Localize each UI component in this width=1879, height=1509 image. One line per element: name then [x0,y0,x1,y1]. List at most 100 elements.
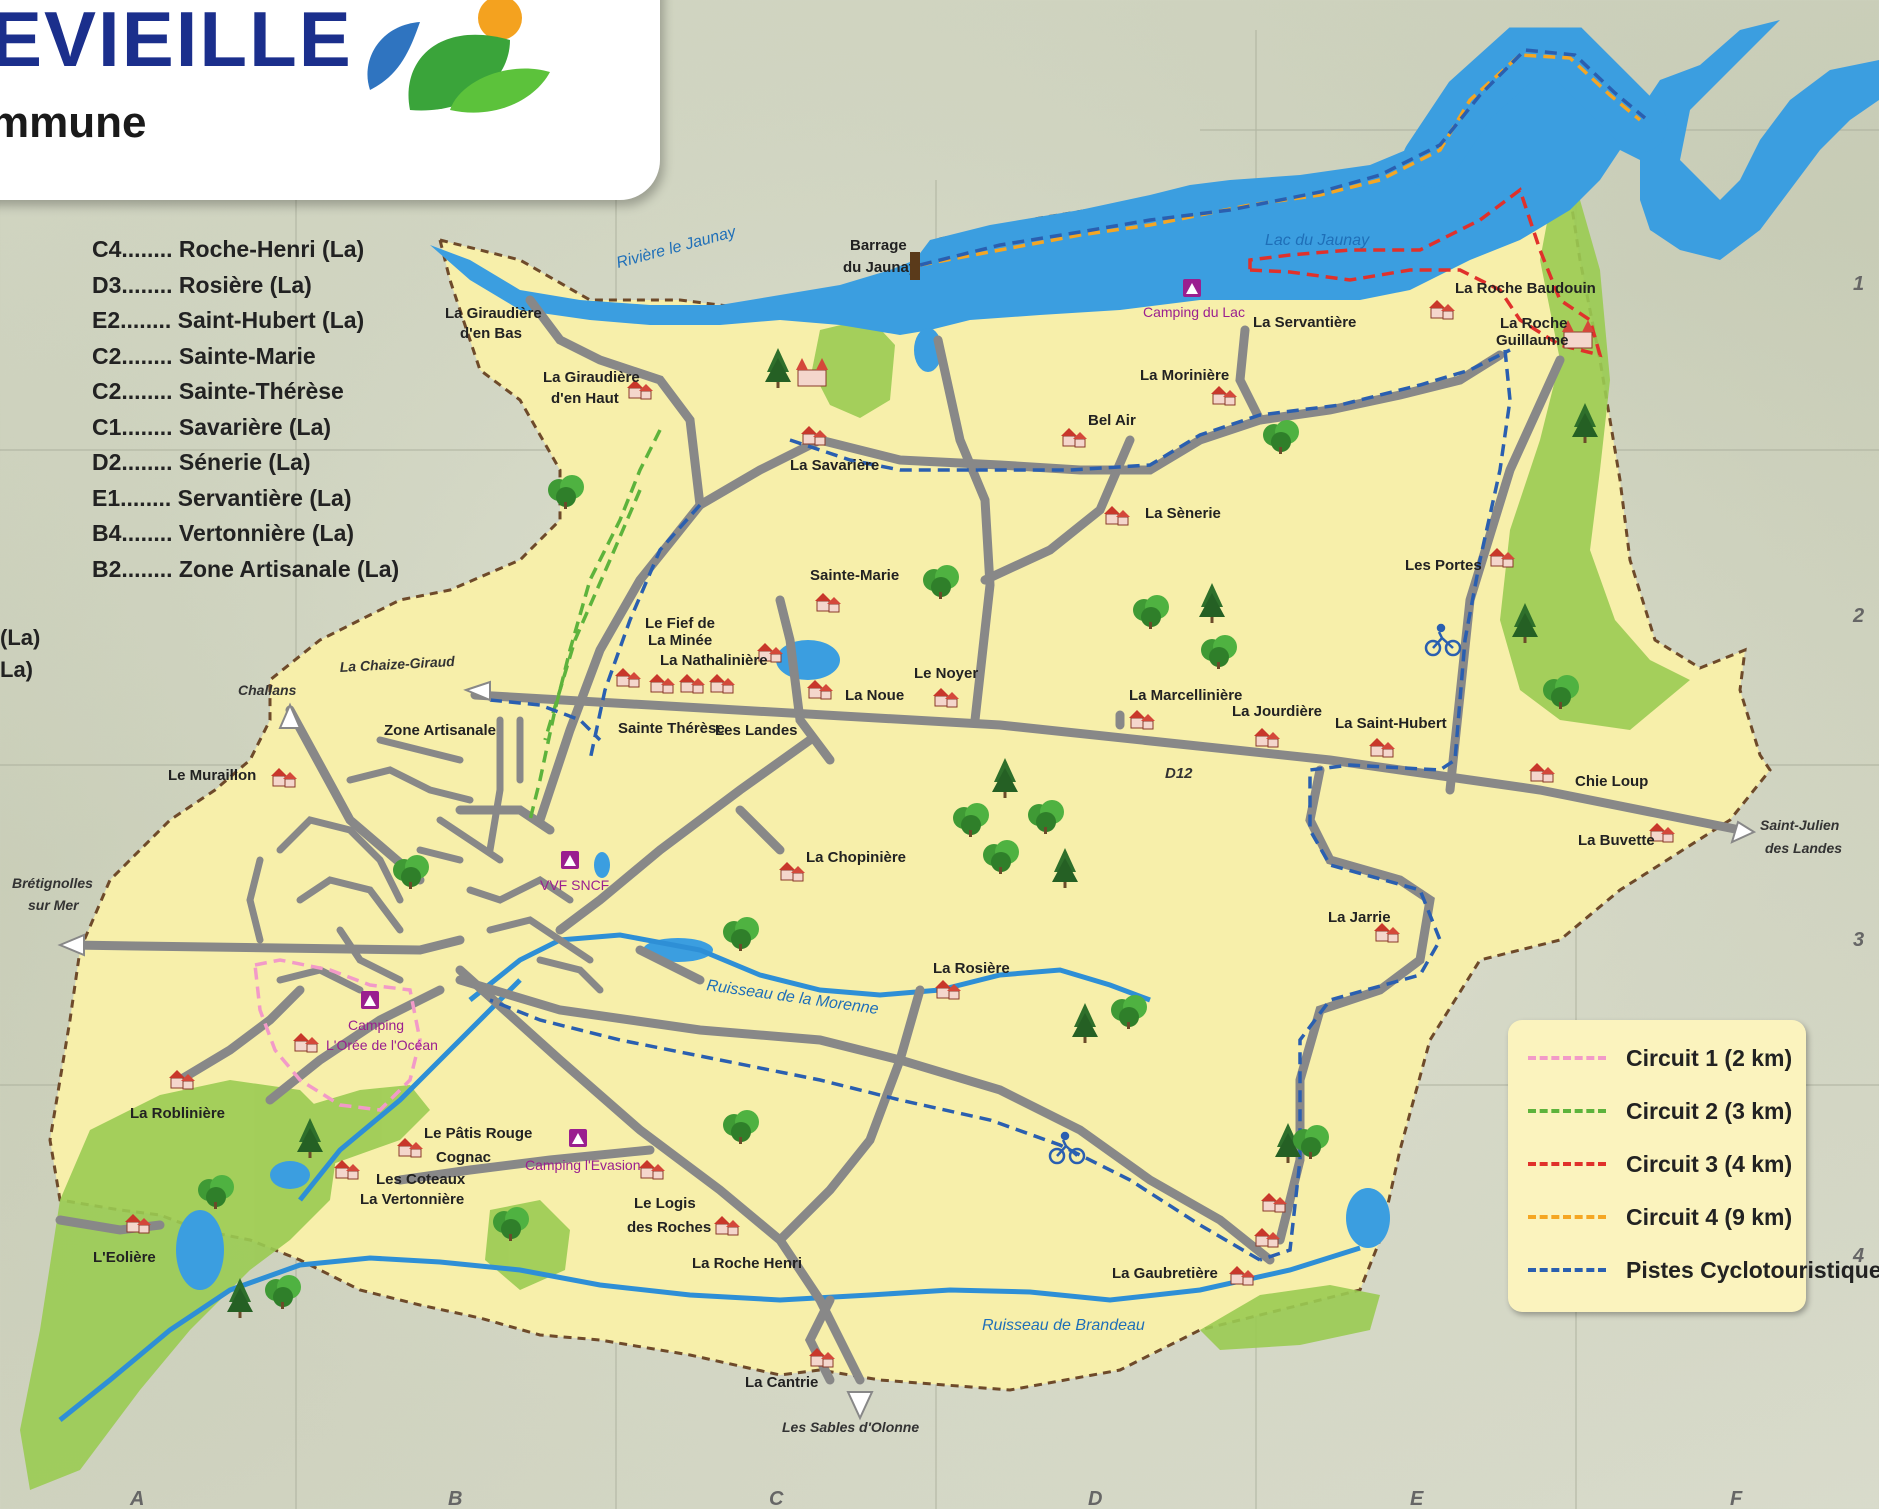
street-index-row: C2........ Sainte-Marie [92,339,399,375]
place-logis-1: Le Logis [634,1195,696,1212]
street-index-row: D2........ Sénerie (La) [92,445,399,481]
street-index: C4........ Roche-Henri (La)D3........ Ro… [92,232,399,587]
grid-code: C2 [92,378,122,404]
place-sainte-marie: Sainte-Marie [810,567,899,584]
street-index-row: B4........ Vertonnière (La) [92,516,399,552]
legend-swatch [1528,1268,1606,1272]
grid-code: D2 [92,449,122,475]
place-roche-guillaume-2: Guillaume [1496,332,1569,349]
sables-label: Les Sables d'Olonne [782,1419,919,1435]
index-leader-dots: ........ [121,449,179,475]
street-index-row: C1........ Savarière (La) [92,410,399,446]
place-marcelliniere: La Marcellinière [1129,687,1242,704]
street-name: Roche-Henri (La) [178,236,365,262]
place-chopiniere: La Chopinière [806,849,906,866]
street-name: Servantière (La) [177,484,352,511]
place-moriniere: La Morinière [1140,367,1229,384]
place-gaubretiere: La Gaubretière [1112,1265,1218,1282]
place-savariere: La Savarière [790,457,879,474]
street-name: Savarière (La) [178,413,332,440]
street-name: Saint-Hubert (La) [177,307,365,333]
legend-label: Circuit 1 (2 km) [1626,1044,1793,1071]
legend-label: Circuit 4 (9 km) [1626,1203,1793,1230]
place-patis-rouge: Le Pâtis Rouge [424,1125,532,1142]
index-partial-line: La) [0,657,33,682]
barrage-label-1: Barrage [850,237,907,254]
place-giraudiere-bas-1: La Giraudière [445,305,542,322]
commune-subtitle: mmune [0,98,147,147]
camping-oree-icon [361,991,379,1009]
place-cognac: Cognac [436,1149,491,1166]
place-jarrie: La Jarrie [1328,909,1391,926]
grid-code: B2 [92,555,122,582]
street-index-row: C4........ Roche-Henri (La) [92,232,399,268]
chaize-giraud-label: La Chaize-Giraud [339,653,455,675]
index-leader-dots: ........ [121,271,179,298]
index-leader-dots: ........ [121,413,179,440]
grid-code: D3 [92,271,122,298]
saint-julien-label-1: Saint-Julien [1760,817,1839,833]
leaf-logo-icon [367,0,550,113]
camping-evasion-label: Camping l'Evasion [525,1157,641,1173]
place-giraudiere-bas-2: d'en Bas [460,325,522,342]
castle-icon [796,358,828,387]
legend-label: Circuit 2 (3 km) [1626,1097,1793,1124]
street-index-row: E2........ Saint-Hubert (La) [92,303,399,339]
grid-labels: A B C D E F 1 2 3 4 [129,273,1864,1509]
camping-lac-label: Camping du Lac [1143,304,1245,320]
legend-item: Circuit 1 (2 km) [1528,1038,1792,1078]
place-saint-hubert: La Saint-Hubert [1335,715,1447,732]
brandeau-label: Ruisseau de Brandeau [982,1317,1145,1334]
place-senerie: La Sènerie [1145,505,1221,522]
camping-oree-label-1: Camping [348,1017,404,1033]
index-leader-dots: ........ [121,555,179,582]
legend-item: Circuit 2 (3 km) [1528,1091,1792,1131]
place-les-coteaux: Les Coteaux [376,1171,466,1188]
road-network [55,295,1745,1385]
legend-item: Circuit 3 (4 km) [1528,1144,1792,1184]
index-partial-line: (La) [0,625,41,650]
place-roche-henri: La Roche Henri [692,1255,802,1272]
place-bel-air: Bel Air [1088,412,1136,429]
lake-label: Lac du Jaunay [1265,232,1370,249]
grid-row-1: 1 [1853,273,1864,295]
town-center-streets [246,716,604,994]
grid-code: C1 [92,413,122,440]
place-labels: La Giraudière d'en Bas La Giraudière d'e… [93,280,1655,1391]
grid-col-a: A [129,1488,144,1509]
legend-swatch [1528,1162,1606,1166]
castle-icon [1562,320,1594,349]
legend-item: Circuit 4 (9 km) [1528,1197,1792,1237]
index-leader-dots: ........ [120,307,178,333]
vvf-label: VVF SNCF [540,877,609,893]
direction-arrows [57,680,1757,1421]
place-muraillon: Le Muraillon [168,767,256,784]
bretignolles-label-2: sur Mer [28,897,80,913]
place-noue: La Noue [845,687,904,704]
d12-label: D12 [1165,765,1193,782]
place-roche-guillaume-1: La Roche [1500,315,1568,332]
street-index-row: D3........ Rosière (La) [92,268,399,304]
street-name: Zone Artisanale (La) [178,555,400,582]
index-leader-dots: ........ [121,378,179,404]
place-les-portes: Les Portes [1405,557,1482,574]
place-vertonniere: La Vertonnière [360,1191,464,1208]
index-leader-dots: ........ [121,342,179,369]
index-leader-dots: ........ [120,484,178,511]
map-legend: Circuit 1 (2 km) Circuit 2 (3 km) Circuit … [1508,1020,1879,1312]
barrage-label-2: du Jaunay [843,259,918,276]
grid-row-4: 4 [1852,1245,1864,1267]
index-leader-dots: ........ [121,236,179,262]
grid-row-2: 2 [1852,605,1864,627]
grid-col-c: C [769,1488,784,1509]
street-index-row: E1........ Servantière (La) [92,481,399,517]
grid-row-3: 3 [1853,929,1864,951]
grid-code: C4 [92,236,122,262]
index-leader-dots: ........ [121,520,179,546]
street-index-row: B2........ Zone Artisanale (La) [92,552,399,588]
street-name: Vertonnière (La) [178,520,355,546]
street-name: Rosière (La) [178,271,312,298]
street-index-row: C2........ Sainte-Thérèse [92,374,399,410]
grid-col-e: E [1410,1488,1424,1509]
